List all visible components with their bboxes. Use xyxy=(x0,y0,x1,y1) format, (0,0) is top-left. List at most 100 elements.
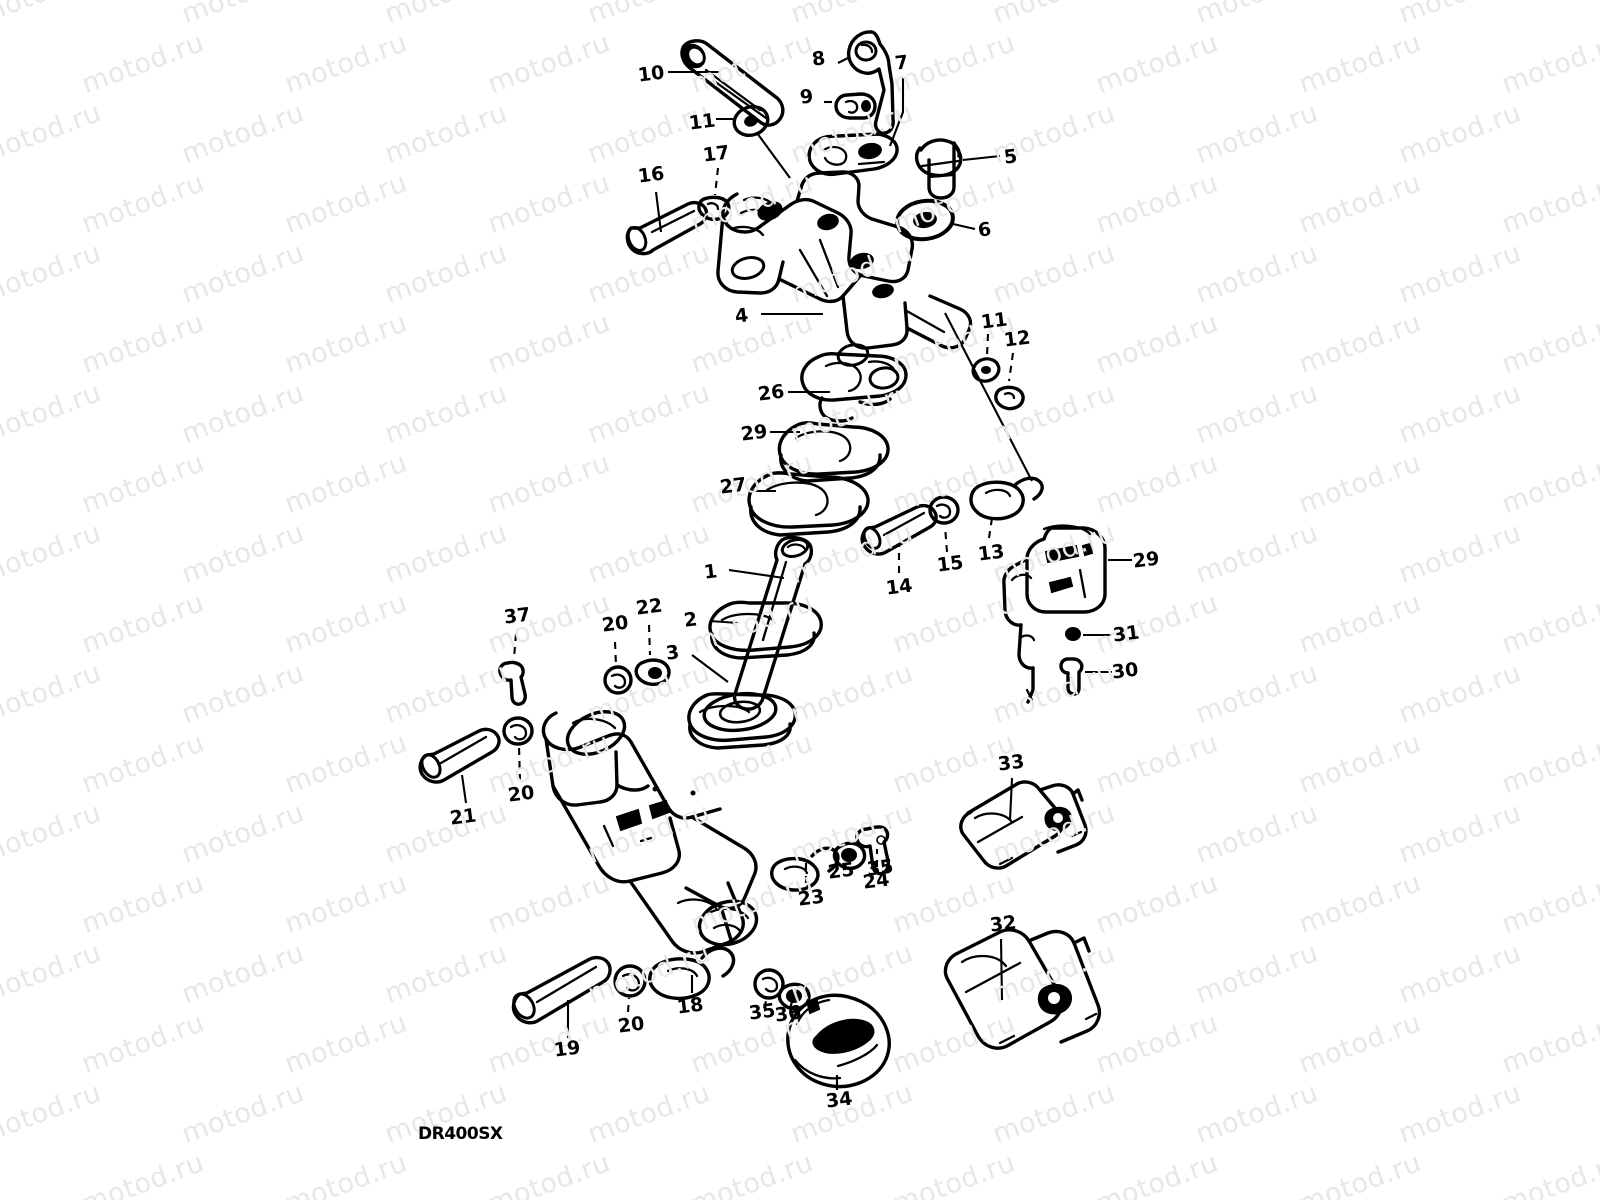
leader-8 xyxy=(837,56,851,64)
part-29-ignition-switch xyxy=(1002,524,1107,704)
callout-37: 37 xyxy=(502,603,532,629)
callout-15: 15 xyxy=(935,551,965,577)
part-22-nut xyxy=(634,658,671,687)
leader-32 xyxy=(999,938,1004,1001)
callout-19: 19 xyxy=(552,1036,582,1062)
part-33-steering-lock xyxy=(959,780,1088,870)
callout-23: 23 xyxy=(796,885,826,911)
callout-5: 5 xyxy=(1002,145,1019,169)
model-code-label: DR400SX xyxy=(418,1124,503,1144)
leader-23 xyxy=(806,884,809,887)
callout-33: 33 xyxy=(996,750,1026,776)
part-34-lock-cover xyxy=(786,993,891,1089)
leader-16 xyxy=(654,191,663,233)
callout-27: 27 xyxy=(718,473,748,499)
callout-21: 21 xyxy=(448,804,478,830)
part-11-washer-mid xyxy=(971,357,1001,383)
callout-9: 9 xyxy=(798,85,815,109)
leader-17 xyxy=(713,167,720,196)
part-13-clamp xyxy=(969,476,1044,521)
part-4-upper-bracket xyxy=(716,170,973,367)
part-24-screw xyxy=(855,825,890,876)
leader-37 xyxy=(512,633,518,659)
part-35-washer-a xyxy=(753,968,785,1000)
callout-18: 18 xyxy=(675,993,705,1019)
callout-17: 17 xyxy=(701,141,731,167)
part-7-upper-holder xyxy=(807,132,899,177)
leader-15 xyxy=(943,525,949,553)
callout-13: 13 xyxy=(976,540,1006,566)
callout-1: 1 xyxy=(702,560,719,584)
part-37-screw xyxy=(498,660,527,706)
callout-14: 14 xyxy=(884,574,914,600)
callout-11-top: 11 xyxy=(687,109,717,135)
part-35-washer-b xyxy=(876,835,886,845)
callout-10: 10 xyxy=(636,61,666,87)
callout-4: 4 xyxy=(733,304,750,328)
part-20-washer-a xyxy=(603,665,633,695)
part-29-seal-top xyxy=(777,421,890,483)
callout-7: 7 xyxy=(893,51,910,75)
part-8-holder-bolt xyxy=(846,30,895,135)
part-5-stem-head-bolt xyxy=(914,138,963,200)
leader-36 xyxy=(789,1001,793,1009)
callout-20-b: 20 xyxy=(506,781,536,807)
callout-2: 2 xyxy=(682,608,699,632)
callout-25: 25 xyxy=(826,858,856,884)
callout-8: 8 xyxy=(810,47,827,71)
callout-12: 12 xyxy=(1002,326,1032,352)
leader-5 xyxy=(962,154,1001,162)
part-14-bolt xyxy=(860,503,938,556)
leader-20-c xyxy=(626,997,631,1013)
callout-29-right: 29 xyxy=(1131,547,1161,573)
callout-32: 32 xyxy=(988,911,1018,937)
part-19-bolt xyxy=(511,955,612,1025)
part-17-clamp xyxy=(697,195,731,222)
leader-35-a xyxy=(762,997,769,1009)
leader-11-mid xyxy=(985,333,990,357)
callout-16: 16 xyxy=(636,162,666,188)
callout-26: 26 xyxy=(756,380,786,406)
callout-20-c: 20 xyxy=(616,1012,646,1038)
leader-33 xyxy=(1008,777,1014,821)
part-6-washer xyxy=(895,198,955,242)
callout-6: 6 xyxy=(976,218,993,242)
part-under-bracket xyxy=(541,691,778,955)
part-26-stem-race xyxy=(800,352,908,423)
leader-11-top-b xyxy=(756,132,791,179)
leader-13 xyxy=(987,517,994,539)
leader-20-b xyxy=(517,745,522,782)
callout-20-a: 20 xyxy=(600,611,630,637)
leader-6 xyxy=(952,222,976,231)
leader-21 xyxy=(460,774,468,804)
leader-1 xyxy=(728,568,785,580)
callout-35-a: 35 xyxy=(747,999,777,1025)
leader-22 xyxy=(647,624,652,656)
leader-2 xyxy=(709,619,739,625)
part-21-pinch-bolt xyxy=(418,727,501,784)
leader-25 xyxy=(843,861,848,871)
part-9-collar xyxy=(834,92,877,120)
leader-12 xyxy=(1007,352,1015,382)
callout-29-top: 29 xyxy=(739,420,769,446)
part-11-washer-top xyxy=(732,104,770,138)
part-25-grommet xyxy=(832,841,867,871)
part-20-washer-c xyxy=(613,964,647,998)
part-30-screw xyxy=(1059,657,1084,696)
callout-34: 34 xyxy=(824,1087,854,1113)
part-18-clamp xyxy=(648,946,736,1001)
part-27-bearing xyxy=(747,471,870,537)
part-32-steering-lock-lower xyxy=(943,928,1102,1050)
leader-stem-tie xyxy=(944,312,1033,482)
part-31-contact-pin xyxy=(1065,627,1081,641)
callout-36: 36 xyxy=(773,1001,803,1027)
part-20-washer-b xyxy=(502,716,534,746)
callout-31: 31 xyxy=(1111,621,1141,647)
callout-30: 30 xyxy=(1110,658,1140,684)
part-10-long-bolt xyxy=(680,39,785,127)
leader-20-a xyxy=(613,641,618,666)
leader-7 xyxy=(889,76,905,147)
